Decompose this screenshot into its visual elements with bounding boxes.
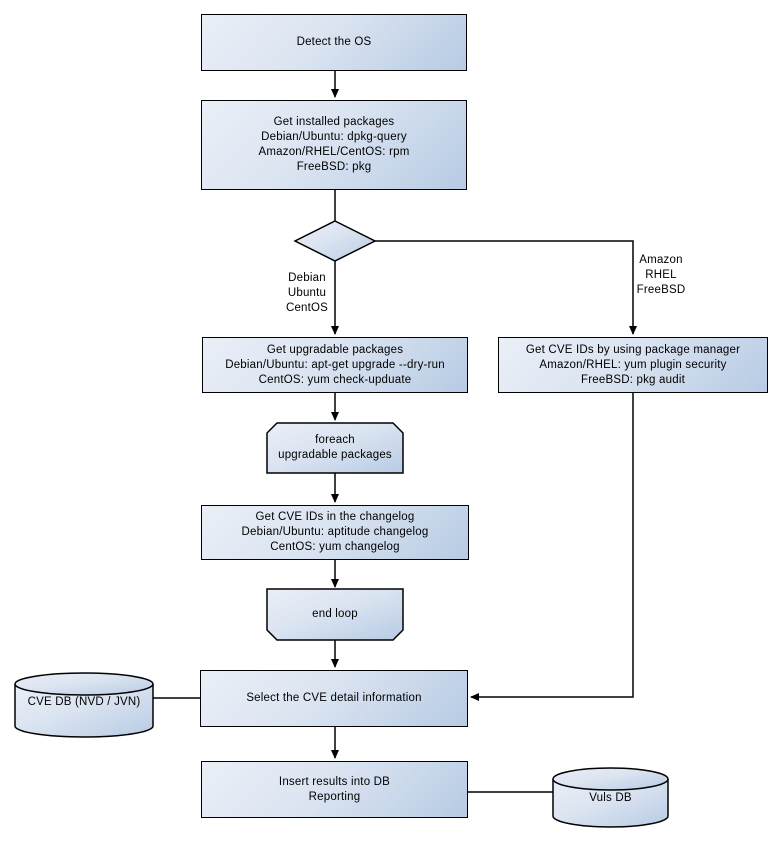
node-get-cve-ids-changelog: Get CVE IDs in the changelog Debian/Ubun… bbox=[201, 505, 469, 560]
node-label: CentOS: yum check-upduate bbox=[258, 373, 412, 386]
end-loop-shape bbox=[266, 588, 404, 641]
node-label: Select the CVE detail information bbox=[246, 692, 422, 704]
cve-db-cylinder bbox=[14, 672, 154, 738]
node-detect-os: Detect the OS bbox=[201, 14, 467, 71]
edge-label-left-branch: Debian Ubuntu CentOS bbox=[281, 271, 333, 316]
node-label: Get CVE IDs in the changelog bbox=[255, 511, 415, 523]
edge-label-line: RHEL bbox=[645, 269, 677, 281]
node-label: Insert results into DB bbox=[278, 775, 391, 788]
node-label: Debian/Ubuntu: dpkg-query bbox=[261, 131, 407, 143]
node-label: Amazon/RHEL/CentOS: rpm bbox=[258, 146, 410, 158]
node-label: FreeBSD: pkg bbox=[296, 161, 372, 173]
node-label: CentOS: yum changelog bbox=[270, 541, 400, 553]
edge-label-line: Amazon bbox=[639, 254, 683, 266]
edge-label-line: CentOS bbox=[285, 302, 329, 314]
node-select-cve-detail: Select the CVE detail information bbox=[200, 670, 468, 727]
node-label: FreeBSD: pkg audit bbox=[581, 373, 685, 386]
node-label: Debian/Ubuntu: apt-get upgrade --dry-run bbox=[225, 358, 445, 371]
node-label: Reporting bbox=[308, 790, 361, 803]
node-label: Get upgradable packages bbox=[266, 343, 404, 356]
edge-label-line: FreeBSD bbox=[636, 284, 686, 296]
vuls-db-cylinder bbox=[552, 767, 669, 828]
node-label: Amazon/RHEL: yum plugin security bbox=[539, 358, 727, 371]
node-get-upgradable-packages: Get upgradable packages Debian/Ubuntu: a… bbox=[202, 337, 468, 393]
node-label: Get CVE IDs by using package manager bbox=[525, 343, 741, 356]
node-insert-results: Insert results into DB Reporting bbox=[201, 761, 468, 818]
connector-decision-to-pkg-mgr bbox=[375, 240, 637, 335]
node-label: Get installed packages bbox=[273, 116, 395, 128]
node-get-installed-packages: Get installed packages Debian/Ubuntu: dp… bbox=[201, 100, 467, 190]
node-label: Debian/Ubuntu: aptitude changelog bbox=[241, 526, 429, 538]
node-get-cve-ids-package-manager: Get CVE IDs by using package manager Ama… bbox=[498, 337, 768, 393]
decision-os-diamond bbox=[293, 220, 377, 262]
edge-label-line: Ubuntu bbox=[287, 287, 327, 299]
node-label: Detect the OS bbox=[296, 36, 372, 48]
foreach-loop-shape bbox=[266, 422, 404, 474]
connector-pkg-mgr-to-select bbox=[470, 393, 634, 701]
edge-label-right-branch: Amazon RHEL FreeBSD bbox=[634, 253, 688, 298]
edge-label-line: Debian bbox=[288, 272, 326, 284]
